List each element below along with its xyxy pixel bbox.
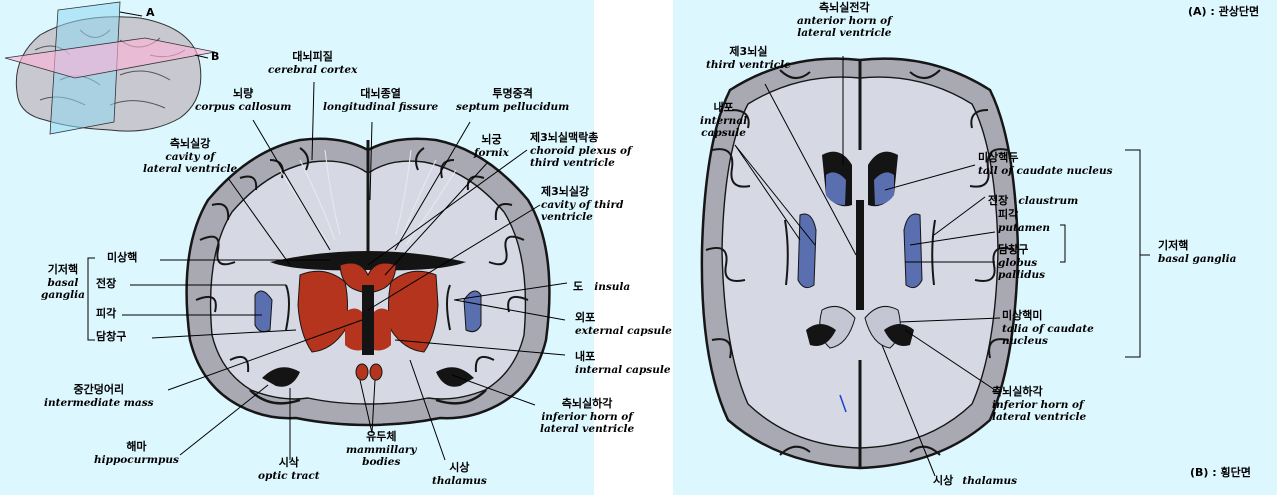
label-inferior-horn-horizontal: 측뇌실하각 inferior horn of lateral ventricle — [992, 386, 1086, 423]
label-third-ventricle-cavity: 제3뇌실강 cavity of third ventricle — [541, 186, 623, 223]
label-globus-pallidus: 담창구 — [96, 331, 126, 344]
brain-planes-inset — [5, 2, 215, 134]
label-insula: 도 insula — [573, 276, 630, 294]
label-globus-pallidus-horizontal: 담창구 globus pallidus — [998, 244, 1045, 281]
label-cerebral-cortex: 대뇌피질 cerebral cortex — [268, 51, 357, 76]
label-thalamus-horizontal: 시상 thalamus — [933, 470, 1017, 488]
label-putamen-horizontal: 피각 putamen — [998, 209, 1050, 234]
label-internal-capsule-coronal: 내포 internal capsule — [575, 351, 671, 376]
label-intermediate-mass: 중간덩어리 intermediate mass — [44, 384, 154, 409]
label-external-capsule: 외포 external capsule — [575, 312, 672, 337]
label-claustrum: 전장 — [96, 278, 116, 291]
brain-coronal-section-illustration — [187, 139, 550, 425]
label-fornix: 뇌궁 fornix — [474, 134, 509, 159]
label-lateral-ventricle-cavity: 측뇌실강 cavity of lateral ventricle — [143, 138, 237, 175]
legend-coronal: (A) : 관상단면 — [1188, 6, 1259, 19]
label-longitudinal-fissure: 대뇌종열 longitudinal fissure — [323, 88, 438, 113]
label-anterior-horn: 측뇌실전각 anterior horn of lateral ventricle — [797, 2, 892, 39]
label-basal-ganglia: 기저핵 basal ganglia — [41, 264, 85, 301]
label-caudate-head: 미상핵두 tail of caudate nucleus — [978, 152, 1113, 177]
label-caudate-nucleus: 미상핵 — [107, 252, 137, 265]
label-septum-pellucidum: 투명중격 septum pellucidum — [456, 88, 569, 113]
label-hippocampus: 해마 hippocurmpus — [94, 441, 179, 466]
label-corpus-callosum: 뇌량 corpus callosum — [195, 88, 291, 113]
label-caudate-tail: 미상핵미 talia of caudate nucleus — [1002, 310, 1094, 347]
label-third-ventricle: 제3뇌실 third ventricle — [706, 46, 791, 71]
label-internal-capsule-horizontal: 내포 internal capsule — [700, 102, 747, 139]
label-mammillary-bodies: 유두체 mammillary bodies — [346, 431, 417, 468]
label-optic-tract: 시삭 optic tract — [258, 457, 320, 482]
plane-a-label: A — [146, 7, 155, 20]
label-basal-ganglia-horizontal: 기저핵 basal ganglia — [1158, 240, 1236, 265]
label-choroid-plexus: 제3뇌실맥락총 choroid plexus of third ventricl… — [530, 132, 632, 169]
brain-horizontal-section-illustration — [702, 59, 1018, 468]
legend-horizontal: (B) : 횡단면 — [1190, 467, 1251, 480]
label-thalamus-coronal: 시상 thalamus — [432, 462, 487, 487]
label-putamen: 피각 — [96, 308, 116, 321]
label-inferior-horn-coronal: 측뇌실하각 inferior horn of lateral ventricle — [540, 398, 634, 435]
plane-b-label: B — [211, 51, 219, 64]
label-claustrum-horizontal: 전장 claustrum — [988, 190, 1078, 208]
